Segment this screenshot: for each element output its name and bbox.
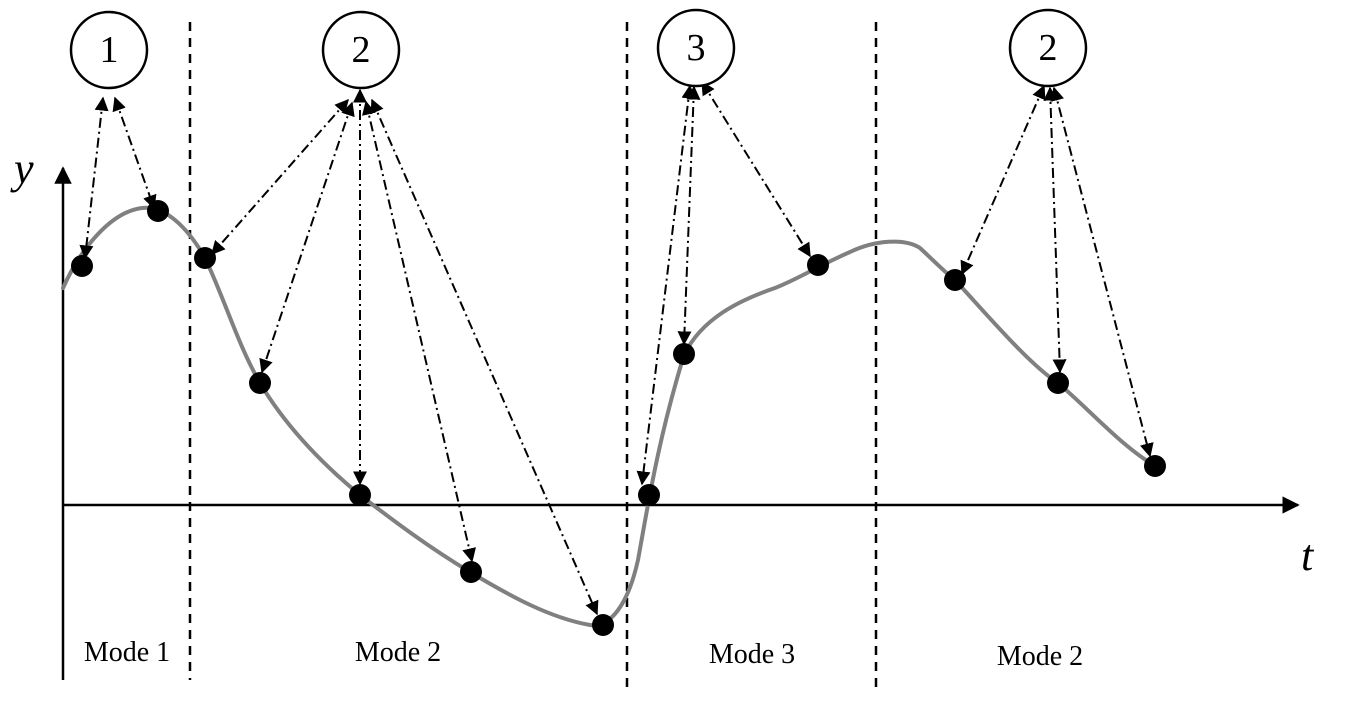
signal-curve <box>61 205 1157 628</box>
mode-bubble-4: 2 <box>1008 8 1088 88</box>
sample-point <box>673 343 695 365</box>
arrow-b1-p1 <box>79 96 109 260</box>
arrow-b2-p4 <box>259 101 355 374</box>
x-axis-label: t <box>1301 531 1315 580</box>
sample-point <box>460 561 482 583</box>
mode-label-3: Mode 3 <box>709 639 795 670</box>
sample-point <box>638 484 660 506</box>
arrow-b4-p11 <box>960 84 1046 276</box>
mode-bubble-2: 2 <box>321 10 401 90</box>
sample-points <box>71 200 1166 636</box>
sample-point <box>249 372 271 394</box>
mode-bubble-label: 3 <box>687 27 706 69</box>
arrow-b2-p3 <box>211 98 349 256</box>
mode-label-2: Mode 2 <box>355 637 441 668</box>
arrow-b2-p7 <box>370 98 599 616</box>
assignment-arrows <box>79 80 1154 616</box>
y-axis-label: y <box>10 144 34 193</box>
mode-bubble-1: 1 <box>69 10 149 90</box>
arrow-b3-p9 <box>677 85 701 346</box>
mode-label-1: Mode 1 <box>84 637 170 668</box>
sample-point <box>592 614 614 636</box>
mode-bubble-label: 2 <box>1039 27 1058 69</box>
mode-bubble-label: 1 <box>100 29 119 71</box>
mode-label-4: Mode 2 <box>997 641 1083 672</box>
arrow-b3-p10 <box>701 80 811 258</box>
mode-bubble-label: 2 <box>352 29 371 71</box>
sample-point <box>1144 455 1166 477</box>
sample-point <box>349 484 371 506</box>
sample-point <box>71 255 93 277</box>
arrow-b4-p13 <box>1050 86 1154 458</box>
sample-point <box>944 269 966 291</box>
arrow-b2-p6 <box>362 100 476 563</box>
sample-point <box>807 254 829 276</box>
mode-bubble-3: 3 <box>656 8 736 88</box>
sample-point <box>194 247 216 269</box>
arrow-b1-p2 <box>112 96 157 210</box>
arrow-b4-p12 <box>1043 86 1067 374</box>
sample-point <box>1047 372 1069 394</box>
sample-point <box>147 200 169 222</box>
